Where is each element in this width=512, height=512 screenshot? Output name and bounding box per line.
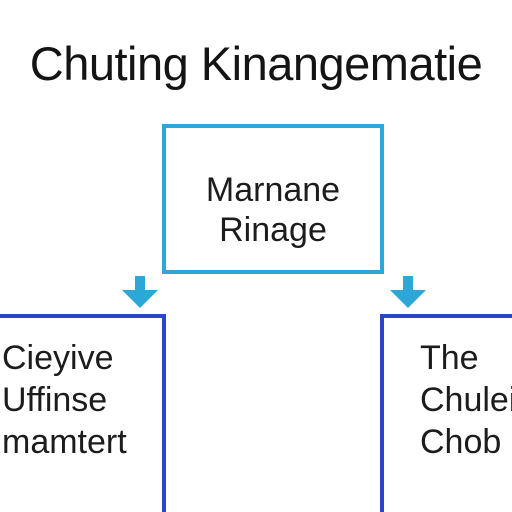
diagram-title: Chuting Kinangematie [29,37,483,90]
node-right-line-3: Chob [420,423,502,461]
node-top-line-1: Marnane [205,171,341,209]
arrow-down-icon [390,276,426,308]
node-top-line-2: Rinage [219,211,327,249]
node-left: Cieyive Uffinse mamtert [0,314,166,512]
node-right: The Chuleit Chob [380,314,512,512]
node-top: Marnane Rinage [162,124,384,274]
node-right-line-1: The [420,339,479,377]
node-right-line-2: Chuleit [420,381,512,419]
arrow-down-icon [122,276,158,308]
node-left-line-3: mamtert [2,423,127,461]
node-left-line-1: Cieyive [2,339,114,377]
node-left-line-2: Uffinse [2,381,108,419]
